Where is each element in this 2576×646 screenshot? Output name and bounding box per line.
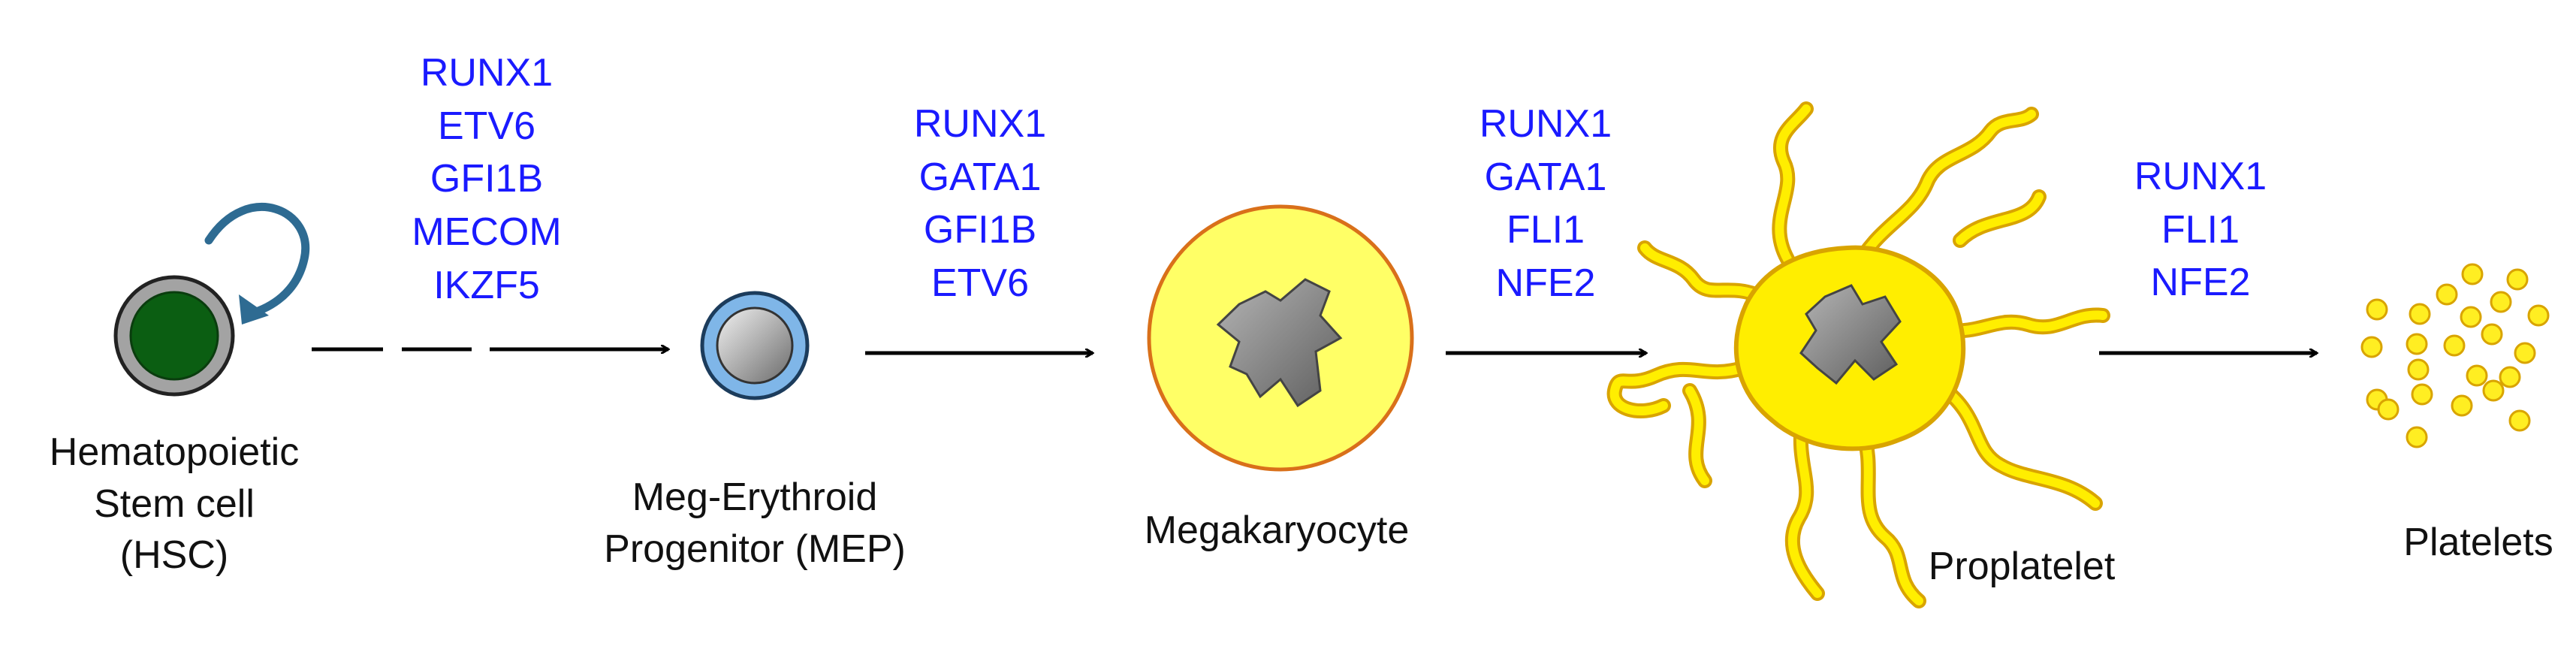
transcription-factor-label: GFI1B (430, 157, 544, 201)
platelets-icon (2360, 263, 2550, 448)
transcription-factor-label: RUNX1 (420, 51, 554, 95)
transcription-factor-label: NFE2 (1495, 261, 1596, 306)
transcription-factor-label: IKZF5 (433, 263, 540, 307)
transcription-factor-label: GATA1 (918, 155, 1042, 199)
stage-label-line: Platelets (2403, 521, 2553, 564)
stage-label-mep: Meg-Erythroid Progenitor (MEP) (604, 472, 906, 575)
stage-label-line: Stem cell (94, 481, 255, 526)
transcription-factor-label: MECOM (412, 210, 562, 255)
megakaryocyte-cell-icon (1147, 204, 1414, 472)
transcription-factor-label: RUNX1 (913, 102, 1047, 146)
transcription-factor-label: RUNX1 (1479, 102, 1612, 146)
transcription-factor-label: FLI1 (1506, 208, 1585, 252)
transcription-factor-label: GATA1 (1484, 155, 1607, 199)
transcription-factor-label: ETV6 (437, 104, 536, 148)
transcription-factor-label: RUNX1 (2134, 155, 2267, 198)
hsc-cell-icon (113, 275, 235, 397)
transcription-factor-label: ETV6 (931, 261, 1030, 306)
stage-label-hsc: Hematopoietic Stem cell (HSC) (50, 427, 299, 581)
stage-label-line: (HSC) (119, 533, 229, 578)
stage-label-megakaryocyte: Megakaryocyte (1145, 505, 1410, 557)
self-renewal-arrow-icon (204, 203, 310, 325)
proplatelet-cell-icon (1606, 101, 2110, 608)
transcription-factor-label: GFI1B (923, 208, 1037, 252)
transcription-factor-label: FLI1 (2161, 207, 2240, 252)
stage-label-platelets: Platelets (2403, 517, 2553, 569)
stage-label-proplatelet: Proplatelet (1929, 541, 2116, 593)
stage-label-line: Proplatelet (1928, 545, 2116, 588)
transcription-factor-label: NFE2 (2150, 261, 2251, 305)
stage-label-line: Meg-Erythroid (632, 475, 878, 519)
stage-label-line: Progenitor (MEP) (604, 527, 906, 571)
mep-cell-icon (700, 291, 810, 400)
stage-label-line: Hematopoietic (49, 430, 300, 474)
stage-label-line: Megakaryocyte (1144, 509, 1410, 552)
